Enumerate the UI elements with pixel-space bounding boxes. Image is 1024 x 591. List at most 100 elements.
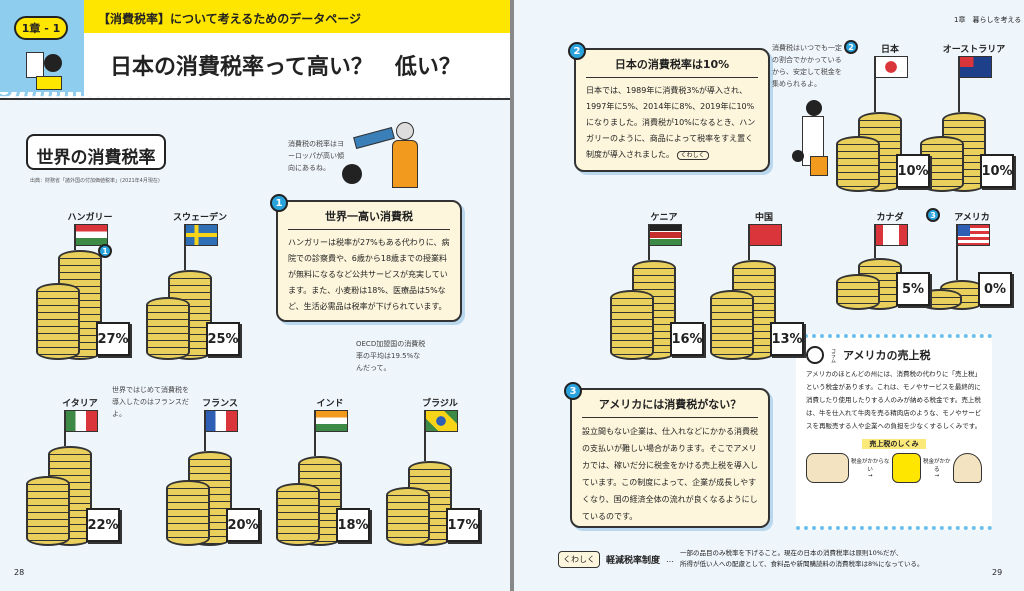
footnote: くわしく 軽減税率制度 … 一部の品目のみ税率を下げること。現在の日本の消費税率… bbox=[558, 548, 978, 570]
chapter-header: 1章 暮らしを考える bbox=[954, 16, 1022, 24]
chapter-badge: 1章 - 1 bbox=[14, 16, 68, 40]
flagpole bbox=[648, 224, 650, 260]
info-card-2: 2 日本の消費税率は10% 日本では、1989年に消費税3%が導入され、1997… bbox=[568, 42, 770, 172]
tax-rate-label: 10% bbox=[896, 154, 930, 188]
country-canada: カナダ 5% bbox=[834, 210, 934, 310]
left-page: 1章 - 1 【消費税率】について考えるためのデータページ 日本の消費税率って高… bbox=[0, 0, 510, 591]
arrow-tax: 税金がかかる→ bbox=[923, 459, 951, 479]
footnote-line: 所得が低い人への配慮として、食料品や新聞購読料の消費税率は8%になっている。 bbox=[680, 560, 924, 568]
tax-rate-label: 27% bbox=[96, 322, 130, 356]
info-card-1: 1 世界一高い消費税 ハンガリーは税率が27%もある代わりに、病院での診察費や、… bbox=[270, 194, 462, 322]
card-body: ハンガリーは税率が27%もある代わりに、病院での診察費や、6歳から18歳までの授… bbox=[288, 238, 450, 311]
page-number: 28 bbox=[14, 568, 25, 577]
flagpole bbox=[204, 410, 206, 451]
flagpole bbox=[958, 56, 960, 112]
country-china: 中国 13% bbox=[704, 210, 804, 360]
coin-stack bbox=[166, 479, 210, 546]
footnote-line: 一部の品目のみ税率を下げること。現在の日本の消費税率は原則10%だが、 bbox=[680, 549, 903, 557]
tax-rate-label: 17% bbox=[446, 508, 480, 542]
farmer-cow-illustration bbox=[806, 453, 849, 483]
arrow-label: 税金がかかる bbox=[923, 459, 951, 473]
arrow-no-tax: 税金がかからない→ bbox=[850, 459, 890, 479]
canada-flag-icon bbox=[874, 224, 908, 246]
number-badge: 1 bbox=[270, 194, 288, 212]
tax-rate-label: 10% bbox=[980, 154, 1014, 188]
card-body: 日本では、1989年に消費税3%が導入され、1997年に5%、2014年に8%、… bbox=[586, 83, 758, 164]
tax-rate-label: 25% bbox=[206, 322, 240, 356]
country-name: フランス bbox=[202, 399, 238, 409]
kenya-flag-icon bbox=[648, 224, 682, 246]
country-sweden: スウェーデン 25% bbox=[140, 210, 240, 360]
tax-rate-label: 0% bbox=[978, 272, 1012, 306]
country-kenya: ケニア 16% bbox=[604, 210, 704, 360]
china-flag-icon bbox=[748, 224, 782, 246]
flagpole bbox=[314, 410, 316, 456]
footnote-term: 軽減税率制度 bbox=[606, 555, 661, 566]
country-italy: イタリア 22% bbox=[20, 396, 120, 546]
speech-japan: 消費税はいつでも一定の割合でかかっているから、安定して税金を集められるよ。 bbox=[772, 44, 842, 88]
coin-stack bbox=[386, 486, 430, 546]
number-badge: 2 bbox=[844, 40, 858, 54]
australia-flag-icon bbox=[958, 56, 992, 78]
coin-stack bbox=[836, 273, 880, 310]
wave-divider bbox=[0, 92, 510, 100]
number-badge: 1 bbox=[98, 244, 112, 258]
page-number: 29 bbox=[992, 568, 1003, 577]
country-name: カナダ bbox=[876, 213, 904, 223]
arrow-label: 税金がかからない bbox=[850, 459, 890, 473]
column-body: アメリカのほとんどの州には、消費税の代わりに「売上税」という税金があります。これ… bbox=[806, 370, 982, 430]
card-title: 世界一高い消費税 bbox=[288, 208, 450, 230]
country-name: スウェーデン bbox=[172, 213, 227, 223]
customer-illustration bbox=[952, 453, 982, 483]
country-name: 日本 bbox=[880, 45, 899, 55]
coin-stack bbox=[36, 283, 80, 360]
tax-rate-label: 18% bbox=[336, 508, 370, 542]
usa-flag-icon bbox=[956, 224, 990, 246]
brazil-flag-icon bbox=[424, 410, 458, 432]
flagpole bbox=[874, 56, 876, 112]
father-child-illustration bbox=[792, 100, 832, 180]
sweden-flag-icon bbox=[184, 224, 218, 246]
speech-europe: 消費税の税率はヨーロッパが高い傾向にあるね。 bbox=[288, 140, 344, 172]
country-name: イタリア bbox=[62, 399, 98, 409]
country-name: インド bbox=[316, 399, 344, 409]
country-name: ケニア bbox=[650, 213, 678, 223]
country-hungary: ハンガリー 27% bbox=[20, 210, 130, 360]
details-link[interactable]: くわしく bbox=[558, 550, 600, 568]
tax-rate-label: 22% bbox=[86, 508, 120, 542]
country-india: インド 18% bbox=[250, 396, 370, 546]
country-name: ハンガリー bbox=[67, 213, 113, 223]
country-name: アメリカ bbox=[954, 213, 990, 223]
details-link[interactable]: くわしく bbox=[676, 151, 709, 160]
hungary-flag-icon bbox=[74, 224, 108, 246]
country-brazil: ブラジル 17% bbox=[360, 396, 480, 546]
country-name: ブラジル bbox=[422, 399, 458, 409]
country-japan: 日本 10% 2 bbox=[834, 40, 934, 192]
coin-stack bbox=[610, 290, 654, 360]
card-title: アメリカには消費税がない？ bbox=[582, 396, 758, 418]
right-page: 1章 暮らしを考える 2 日本の消費税率は10% 日本では、1989年に消費税3… bbox=[514, 0, 1024, 591]
india-flag-icon bbox=[314, 410, 348, 432]
card-body-text: 日本では、1989年に消費税3%が導入され、1997年に5%、2014年に8%、… bbox=[586, 86, 756, 159]
grandma-telescope-illustration bbox=[342, 122, 430, 192]
card-body: 設立間もない企業は、仕入れなどにかかる消費税の支払いが難しい場合があります。そこ… bbox=[582, 427, 758, 521]
country-usa: アメリカ 0% 3 bbox=[914, 208, 1014, 310]
number-badge: 2 bbox=[568, 42, 586, 60]
flagpole bbox=[424, 410, 426, 461]
tax-rate-label: 16% bbox=[670, 322, 704, 356]
source-note: 出典：財務省「諸外国の付加価値税率」(2021年4月現在) bbox=[30, 178, 160, 184]
number-badge: 3 bbox=[564, 382, 582, 400]
flagpole bbox=[184, 224, 186, 270]
column-face-icon bbox=[806, 346, 824, 364]
card-title: 日本の消費税率は10% bbox=[586, 56, 758, 78]
boy-reading-illustration bbox=[26, 52, 66, 92]
coin-stack bbox=[836, 136, 880, 192]
chapter-panel: 1章 - 1 bbox=[0, 0, 84, 96]
country-france: フランス 20% bbox=[140, 396, 260, 546]
page-title: 日本の消費税率って高い？ 低い？ bbox=[84, 33, 510, 96]
number-badge: 3 bbox=[926, 208, 940, 222]
column-box: コラム アメリカの売上税 アメリカのほとんどの州には、消費税の代わりに「売上税」… bbox=[796, 334, 992, 530]
country-name: オーストラリア bbox=[942, 45, 1006, 55]
tax-rate-label: 20% bbox=[226, 508, 260, 542]
country-name: 中国 bbox=[754, 213, 773, 223]
